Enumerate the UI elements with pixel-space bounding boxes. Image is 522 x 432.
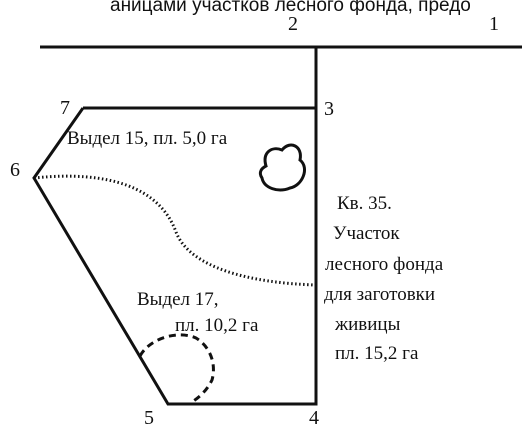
inclusion-contour: [258, 143, 306, 192]
point-label-5: 5: [144, 407, 154, 429]
vydel-17-label-line1: Выдел 17,: [137, 289, 219, 310]
vydel-17-label-line2: пл. 10,2 га: [175, 315, 259, 336]
plot-desc-line-5: живицы: [334, 314, 401, 335]
point-label-7: 7: [60, 97, 70, 119]
point-label-1: 1: [489, 13, 499, 35]
header-fragment: аницами участков лесного фонда, предо: [110, 0, 471, 16]
point-label-2: 2: [288, 13, 298, 35]
plot-desc-line-2: Участок: [333, 223, 400, 244]
plot-desc-line-1: Кв. 35.: [337, 193, 392, 214]
vydel-separator-dotted: [33, 174, 317, 287]
plot-desc-line-4: для заготовки: [324, 284, 435, 305]
plot-desc-line-6: пл. 15,2 га: [335, 343, 419, 364]
point-label-6: 6: [10, 159, 20, 181]
dashed-contour: [138, 333, 215, 404]
point-label-3: 3: [324, 98, 334, 120]
vydel-15-label: Выдел 15, пл. 5,0 га: [67, 128, 228, 149]
plot-desc-line-3: лесного фонда: [325, 254, 444, 275]
plot-boundary: [32, 106, 318, 406]
point-label-4: 4: [309, 407, 319, 429]
